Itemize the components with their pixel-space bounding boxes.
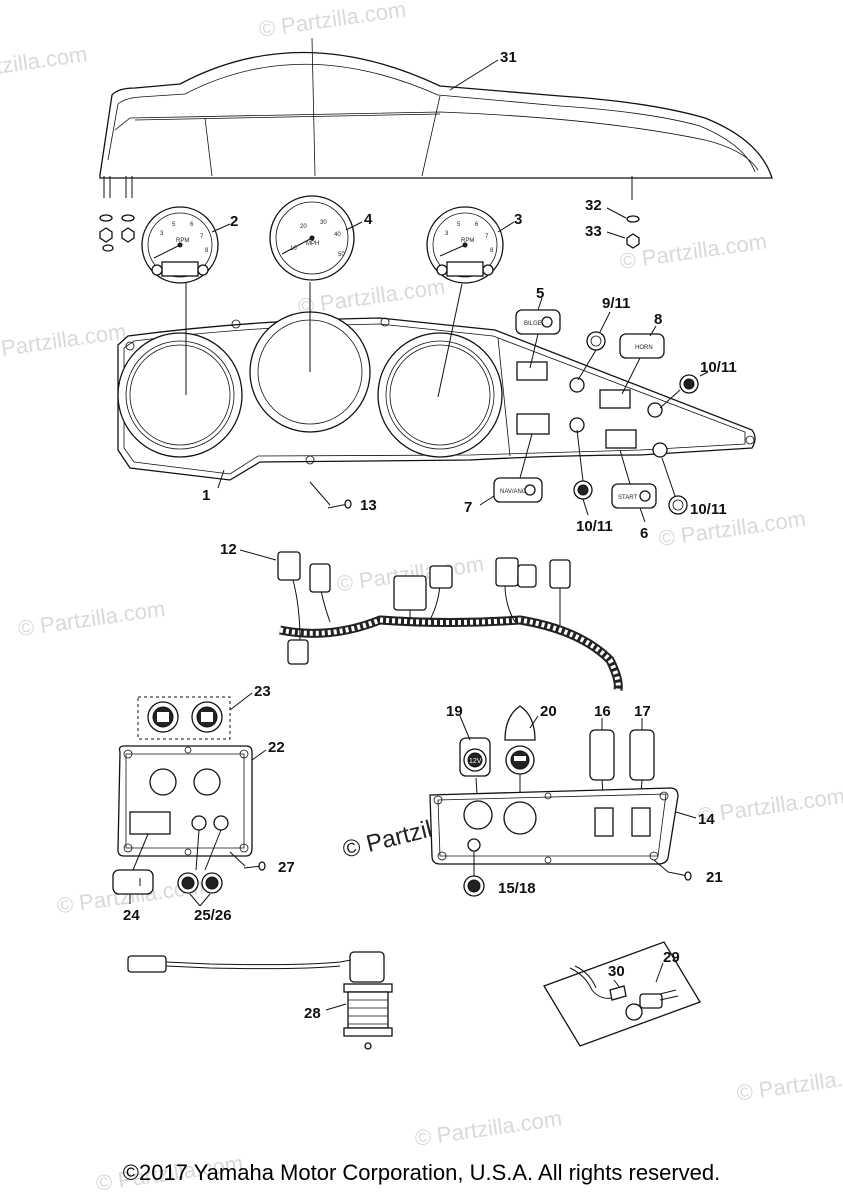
callout-32: 32 [585, 197, 602, 214]
tachometer-gauge-3: 3 5 6 7 8 RPM [426, 206, 504, 284]
tach-num: 8 [205, 248, 209, 254]
switch-panel-14 [429, 787, 679, 865]
switch-5: BILGE [515, 309, 561, 335]
tach-num: 5 [457, 222, 461, 228]
callout-29: 29 [663, 949, 680, 966]
speedo-num: 30 [320, 220, 327, 226]
callout-33: 33 [585, 223, 602, 240]
callout-10-11-a: 10/11 [700, 359, 737, 376]
usb-port-20 [504, 705, 536, 775]
callout-14: 14 [698, 811, 715, 828]
callout-24: 24 [123, 907, 140, 924]
tach-num: 6 [190, 222, 194, 228]
nut-33 [626, 233, 640, 249]
speedo-num: 50 [338, 252, 345, 258]
callout-19: 19 [446, 703, 463, 720]
callout-30: 30 [608, 963, 625, 980]
callout-8: 8 [654, 311, 662, 328]
plug-9-11 [586, 331, 606, 351]
watermark: © Partzilla.com [735, 1060, 843, 1105]
dash-hood [99, 37, 773, 200]
callout-22: 22 [268, 739, 285, 756]
speedo-num: 20 [300, 224, 307, 230]
knob-23-b [191, 701, 223, 733]
speedometer-gauge-4: 10 20 30 40 50 MPH [269, 195, 355, 281]
switch-17 [629, 729, 655, 781]
switch-panel-22 [117, 745, 253, 857]
callout-15-18: 15/18 [498, 880, 536, 897]
watermark: © Partzilla.com [257, 0, 407, 42]
callout-9-11: 9/11 [602, 295, 630, 312]
socket-19: 12V [459, 737, 491, 777]
tach-num: 6 [475, 222, 479, 228]
callout-31: 31 [500, 49, 517, 66]
callout-17: 17 [634, 703, 651, 720]
watermark: © Partzilla.com [618, 229, 768, 274]
callout-7: 7 [464, 499, 472, 516]
plug-10-11-upper [679, 374, 699, 394]
switch-24 [112, 869, 154, 895]
speedo-num: 40 [334, 232, 341, 238]
washer-32 [626, 215, 640, 223]
plug-10-11-lower-right [668, 495, 688, 515]
switch-8: HORN [619, 333, 665, 359]
switch-7: NAV/ANC [493, 477, 543, 503]
callout-1: 1 [202, 487, 210, 504]
tach-unit: RPM [461, 238, 474, 244]
watermark: © Partzilla.com [413, 1106, 563, 1151]
screw-27 [243, 861, 266, 871]
tach-num: 3 [160, 231, 164, 237]
callout-6: 6 [640, 525, 648, 542]
callout-5: 5 [536, 285, 544, 302]
switch-8-text: HORN [635, 345, 653, 351]
watermark: © Partzilla.com [16, 596, 166, 641]
knobs-23-outline [137, 696, 231, 740]
watermark: © Partzilla.com [0, 319, 128, 364]
plug-10-11-lower-left [573, 480, 593, 500]
sensor-28 [127, 951, 393, 1050]
speedo-unit: MPH [306, 241, 319, 247]
watermark: © Partzilla.com [696, 783, 843, 828]
switch-7-text: NAV/ANC [500, 489, 527, 495]
tachometer-gauge-2: 3 5 6 7 8 RPM [141, 206, 219, 284]
plugs-25-26 [177, 872, 223, 894]
callout-10-11-b: 10/11 [576, 518, 613, 535]
callout-20: 20 [540, 703, 557, 720]
callout-4: 4 [364, 211, 373, 228]
tach-num: 7 [200, 234, 204, 240]
callout-10-11-c: 10/11 [690, 501, 727, 518]
switch-16 [589, 729, 615, 781]
copyright-notice: ©2017 Yamaha Motor Corporation, U.S.A. A… [122, 1160, 721, 1185]
tach-num: 5 [172, 222, 176, 228]
knob-23-a [147, 701, 179, 733]
callout-23: 23 [254, 683, 271, 700]
switch-6: START [611, 483, 657, 509]
callout-2: 2 [230, 213, 238, 230]
callout-16: 16 [594, 703, 611, 720]
callout-28: 28 [304, 1005, 321, 1022]
callout-21: 21 [706, 869, 723, 886]
tach-num: 3 [445, 231, 449, 237]
screw-21 [667, 871, 692, 881]
hardware-washers-nuts [99, 214, 135, 252]
tach-num: 8 [490, 248, 494, 254]
callout-27: 27 [278, 859, 295, 876]
wire-harness-12 [277, 551, 623, 691]
callout-13: 13 [360, 497, 377, 514]
callout-3: 3 [514, 211, 522, 228]
tach-num: 7 [485, 234, 489, 240]
switch-5-text: BILGE [524, 321, 542, 327]
plug-15-18 [463, 875, 485, 897]
callout-25-26: 25/26 [194, 907, 232, 924]
screw-13 [327, 499, 352, 509]
switch-6-text: START [618, 495, 637, 501]
callout-12: 12 [220, 541, 237, 558]
socket-19-text: 12V [469, 758, 482, 765]
tach-unit: RPM [176, 238, 189, 244]
speedo-num: 10 [290, 246, 297, 252]
watermark: © Partzilla.com [0, 41, 89, 86]
